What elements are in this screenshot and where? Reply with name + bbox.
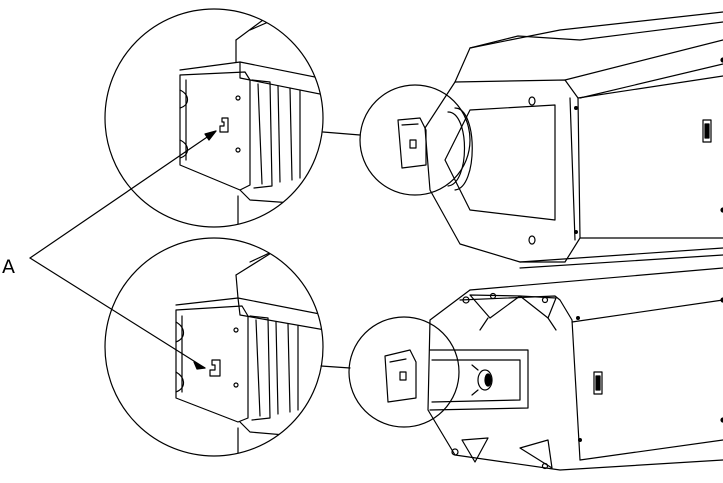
lower-connector-line [321,366,350,368]
upper-connector-line [323,132,360,135]
upper-magnified-bracket [180,0,330,240]
lower-magnified-circle [105,238,323,456]
upper-speaker-cabinet [398,12,723,262]
callout-label-a: A [2,256,15,278]
upper-detail-marker [360,85,470,195]
upper-magnified-circle [105,9,323,227]
lower-magnified-bracket [176,225,330,470]
lower-detail-marker [349,317,459,427]
callout-pointer-lines [30,131,216,369]
lower-speaker-cabinet [385,255,723,470]
